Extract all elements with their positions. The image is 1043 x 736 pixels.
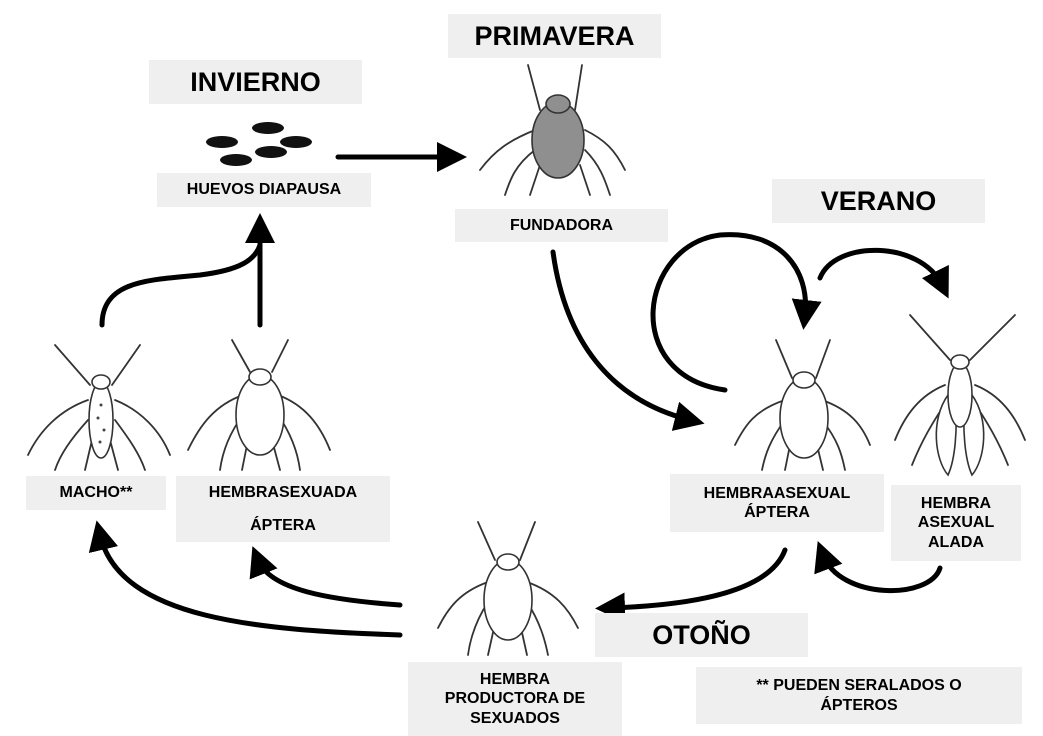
season-label-spring: PRIMAVERA bbox=[448, 14, 661, 58]
stage-label-sexual-female: HEMBRASEXUADA ÁPTERA bbox=[176, 476, 390, 542]
stage-label-asexual-winged: HEMBRA ASEXUAL ALADA bbox=[891, 485, 1021, 561]
footnote: ** PUEDEN SERALADOS O ÁPTEROS bbox=[696, 667, 1022, 724]
producer-line-3: SEXUADOS bbox=[470, 709, 560, 728]
asexual-winged-line-3: ALADA bbox=[928, 533, 984, 552]
arrow-male-to-eggs bbox=[102, 245, 260, 325]
asexual-wingless-line-1: HEMBRAASEXUAL bbox=[704, 484, 851, 503]
stage-label-eggs: HUEVOS DIAPAUSA bbox=[157, 173, 371, 207]
asexual-wingless-aphid-illustration bbox=[735, 340, 870, 470]
asexual-winged-aphid-illustration bbox=[895, 315, 1025, 475]
arrow-wingless-to-winged bbox=[820, 250, 942, 285]
footnote-line-1: ** PUEDEN SERALADOS O bbox=[756, 676, 961, 695]
male-aphid-illustration bbox=[28, 345, 170, 470]
asexual-wingless-line-2: ÁPTERA bbox=[744, 503, 810, 522]
stage-label-founder: FUNDADORA bbox=[455, 209, 668, 242]
asexual-winged-line-1: HEMBRA bbox=[921, 494, 991, 513]
arrow-founder-to-asexual-wingless bbox=[553, 252, 690, 420]
founder-aphid-illustration bbox=[480, 65, 625, 195]
stage-label-producer: HEMBRA PRODUCTORA DE SEXUADOS bbox=[408, 662, 622, 736]
diapause-eggs-illustration bbox=[206, 122, 312, 166]
sexual-female-line-2: ÁPTERA bbox=[250, 516, 316, 535]
season-label-summer: VERANO bbox=[772, 179, 985, 223]
stage-label-male: MACHO** bbox=[26, 476, 166, 510]
footnote-line-2: ÁPTEROS bbox=[820, 696, 897, 715]
producer-line-2: PRODUCTORA DE bbox=[445, 689, 585, 708]
producer-aphid-illustration bbox=[438, 522, 578, 655]
arrow-asexual-wingless-self-loop bbox=[653, 235, 806, 390]
sexual-female-line-1: HEMBRASEXUADA bbox=[209, 483, 357, 502]
season-label-autumn: OTOÑO bbox=[595, 613, 808, 657]
stage-label-asexual-wingless: HEMBRAASEXUAL ÁPTERA bbox=[670, 474, 884, 532]
sexual-female-aphid-illustration bbox=[188, 340, 330, 470]
arrow-wingless-to-producer bbox=[610, 550, 785, 608]
arrow-producer-to-sexual-female bbox=[258, 560, 400, 605]
season-label-winter: INVIERNO bbox=[149, 60, 362, 104]
arrow-producer-to-male bbox=[100, 535, 400, 635]
asexual-winged-line-2: ASEXUAL bbox=[918, 513, 994, 532]
producer-line-1: HEMBRA bbox=[480, 670, 550, 689]
